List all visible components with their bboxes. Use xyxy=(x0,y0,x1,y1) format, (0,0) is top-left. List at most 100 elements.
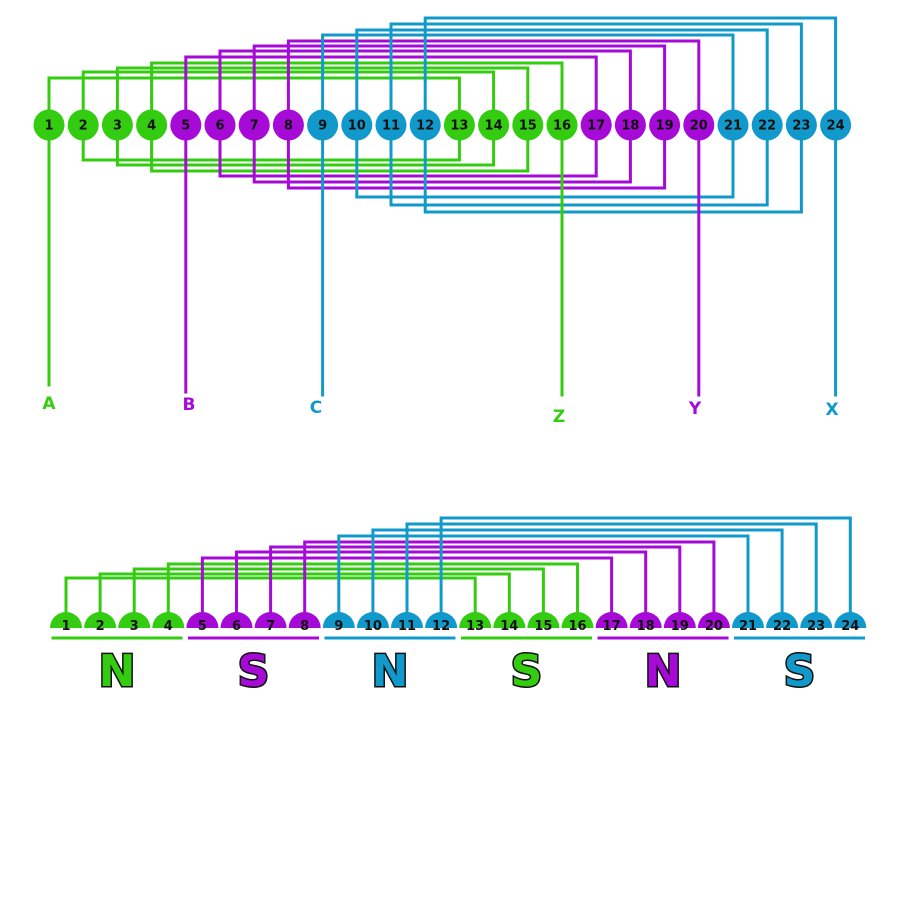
slot-number: 14 xyxy=(485,119,503,134)
pole-label: S xyxy=(784,646,816,697)
slot-number: 8 xyxy=(300,619,309,634)
slot-circle xyxy=(820,109,852,141)
slot-half-circle xyxy=(152,612,185,628)
slot-circle xyxy=(307,109,339,141)
slot-number: 8 xyxy=(284,119,293,134)
slot-half-circle xyxy=(288,612,321,628)
slot-number: 23 xyxy=(807,619,825,634)
pole-label: N xyxy=(372,646,409,697)
terminal-label: X xyxy=(825,400,838,420)
slot-circle xyxy=(785,109,817,141)
slot-number: 5 xyxy=(198,619,207,634)
slot-circle xyxy=(375,109,407,141)
coil-top-span xyxy=(355,28,769,125)
slot-half-circle xyxy=(493,612,526,628)
coil-span xyxy=(337,534,750,626)
slot-circle xyxy=(683,109,715,141)
slot-half-circle xyxy=(732,612,764,628)
terminal-label: C xyxy=(310,398,322,418)
slot-circle xyxy=(580,109,612,141)
slot-number: 7 xyxy=(266,619,275,634)
slot-number: 10 xyxy=(364,619,382,634)
slot-circle xyxy=(614,109,646,141)
coil-span xyxy=(269,545,682,626)
slot-number: 21 xyxy=(724,119,742,134)
slot-half-circle xyxy=(595,612,628,628)
pole-label: S xyxy=(511,646,543,697)
terminal-label: B xyxy=(183,395,196,415)
slot-number: 1 xyxy=(61,619,70,634)
slot-half-circle xyxy=(697,612,730,628)
coil-span xyxy=(371,528,784,626)
slot-half-circle xyxy=(766,612,799,628)
slot-half-circle xyxy=(186,612,219,628)
end-connection xyxy=(423,125,803,214)
slot-number: 11 xyxy=(382,119,400,134)
slot-circle xyxy=(512,109,544,141)
slot-number: 9 xyxy=(334,619,343,634)
slot-half-circle xyxy=(663,612,696,628)
slot-number: 18 xyxy=(621,119,639,134)
terminal-label: A xyxy=(42,394,56,414)
slot-number: 21 xyxy=(739,619,757,634)
slot-half-circle xyxy=(391,612,423,628)
slot-half-circle xyxy=(50,612,82,628)
end-connection xyxy=(115,125,496,167)
slot-circle xyxy=(67,109,99,141)
slot-half-circle xyxy=(118,612,151,628)
coil-top-span xyxy=(389,22,803,125)
slot-circle xyxy=(204,109,236,141)
coil-span xyxy=(303,540,716,626)
slot-number: 16 xyxy=(553,119,571,134)
slot-half-circle xyxy=(254,612,287,628)
slot-half-circle xyxy=(527,612,560,628)
slot-circle xyxy=(272,109,304,141)
slot-number: 2 xyxy=(96,619,105,634)
slot-number: 16 xyxy=(568,619,586,634)
end-connection xyxy=(252,125,632,184)
slot-number: 3 xyxy=(113,119,122,134)
end-connection xyxy=(286,125,667,190)
slot-number: 24 xyxy=(827,119,845,134)
slot-number: 22 xyxy=(758,119,776,134)
pole-label: N xyxy=(645,646,682,697)
slot-number: 1 xyxy=(44,119,53,134)
coil-top-span xyxy=(286,39,701,125)
slot-circle xyxy=(101,109,133,141)
slot-number: 4 xyxy=(147,119,156,134)
slot-half-circle xyxy=(629,612,662,628)
slot-half-circle xyxy=(322,612,355,628)
slot-circle xyxy=(478,109,510,141)
slot-circle xyxy=(443,109,475,141)
slot-number: 6 xyxy=(215,119,224,134)
slot-half-circle xyxy=(459,612,492,628)
coil-span xyxy=(439,516,852,626)
slot-half-circle xyxy=(800,612,833,628)
slot-number: 20 xyxy=(705,619,723,634)
end-connection xyxy=(355,125,735,199)
slot-number: 5 xyxy=(181,119,190,134)
slot-half-circle xyxy=(425,612,458,628)
slot-circle xyxy=(33,109,65,141)
terminal-label: Y xyxy=(688,399,702,419)
end-connection xyxy=(81,125,461,162)
slot-number: 6 xyxy=(232,619,241,634)
end-connection xyxy=(150,125,530,173)
slot-number: 10 xyxy=(348,119,366,134)
slot-circle xyxy=(341,109,373,141)
slot-number: 17 xyxy=(587,119,605,134)
coil-span xyxy=(405,522,818,626)
slot-number: 2 xyxy=(79,119,88,134)
slot-number: 13 xyxy=(450,119,468,134)
slot-circle xyxy=(649,109,681,141)
slot-half-circle xyxy=(834,612,867,628)
slot-number: 4 xyxy=(164,619,173,634)
slot-number: 17 xyxy=(603,619,621,634)
slot-number: 15 xyxy=(519,119,537,134)
slot-number: 23 xyxy=(792,119,810,134)
slot-number: 12 xyxy=(416,119,434,134)
slot-number: 13 xyxy=(466,619,484,634)
